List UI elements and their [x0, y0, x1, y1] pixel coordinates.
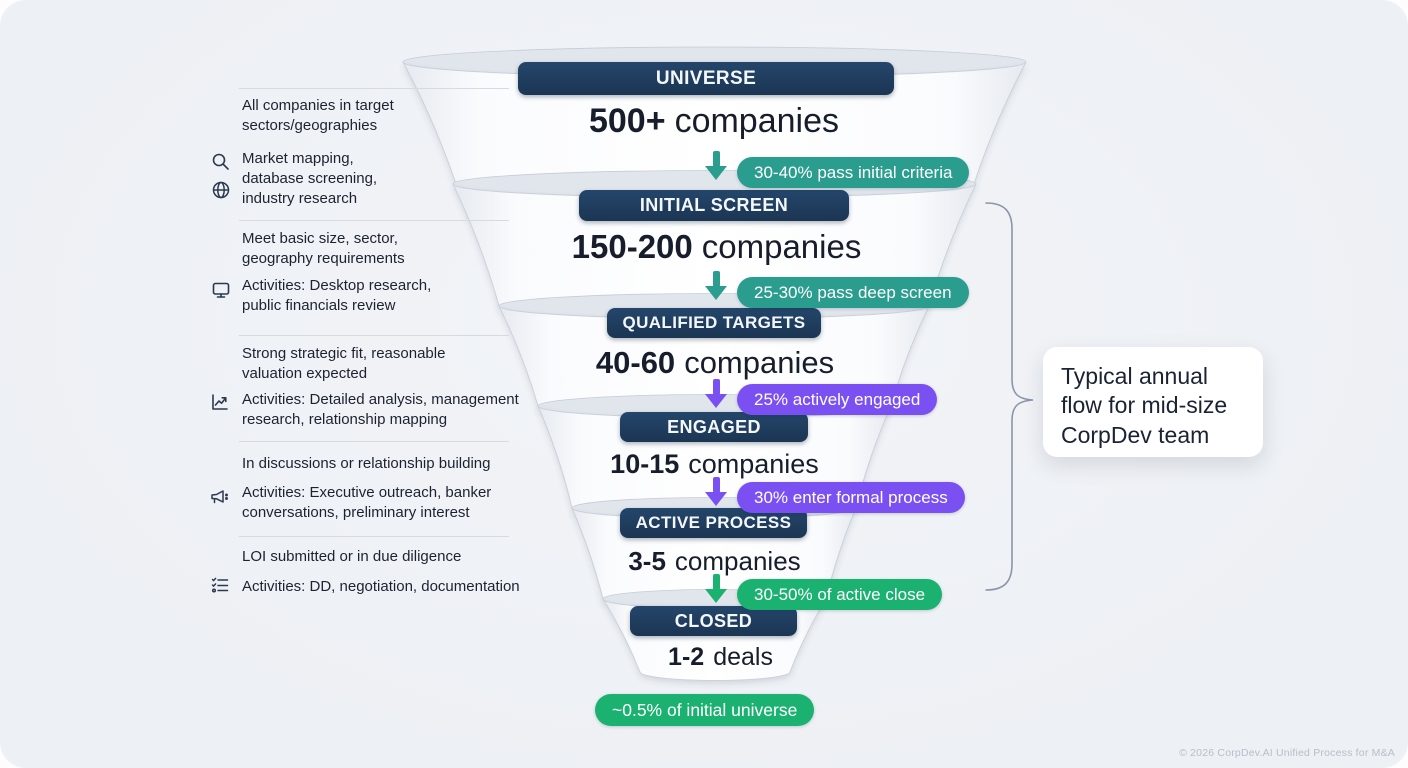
stage-label-active-process: ACTIVE PROCESS — [620, 508, 807, 538]
annotation-description-2: Meet basic size, sector, geography requi… — [242, 230, 405, 268]
count-unit: companies — [684, 345, 835, 380]
stage-label-closed: CLOSED — [630, 606, 797, 636]
annotation-activities-1: Market mapping, database screening, indu… — [242, 150, 378, 208]
globe-icon — [211, 180, 231, 205]
annotation-description-3: Strong strategic fit, reasonable valuati… — [242, 345, 446, 383]
bracket — [985, 202, 1034, 591]
count-unit: companies — [674, 546, 801, 576]
transition-badge-5: 30-50% of active close — [737, 579, 943, 610]
annotation-description-1: All companies in target sectors/geograph… — [242, 97, 394, 135]
down-arrow-icon — [705, 379, 727, 408]
count-unit: companies — [701, 228, 862, 265]
transition-badge-3: 25% actively engaged — [737, 384, 938, 415]
down-arrow-icon — [705, 271, 727, 300]
callout-text: Typical annual flow for mid-size CorpDev… — [1061, 363, 1228, 448]
count-number: 3-5 — [628, 546, 666, 576]
count-unit: companies — [674, 102, 839, 140]
divider — [239, 536, 509, 537]
outcome-badge: ~0.5% of initial universe — [595, 694, 815, 726]
stage-label-universe: UNIVERSE — [518, 62, 894, 95]
annotation-description-5: LOI submitted or in due diligence — [242, 548, 462, 565]
megaphone-icon — [209, 487, 231, 512]
stage-label-initial-screen: INITIAL SCREEN — [579, 190, 849, 221]
checklist-icon — [210, 575, 230, 600]
trend-chart-icon — [210, 392, 230, 417]
transition-badge-1: 30-40% pass initial criteria — [737, 157, 970, 188]
divider — [239, 335, 509, 336]
count-number: 150-200 — [571, 228, 693, 265]
monitor-icon — [211, 280, 231, 305]
count-number: 40-60 — [595, 345, 676, 380]
down-arrow-icon — [705, 574, 727, 603]
count-number: 10-15 — [610, 449, 680, 479]
stage-count-universe: 500+companies — [454, 102, 974, 141]
annotation-activities-4: Activities: Executive outreach, banker c… — [242, 484, 492, 522]
annotation-activities-3: Activities: Detailed analysis, managemen… — [242, 391, 519, 429]
count-unit: companies — [688, 449, 819, 479]
transition-badge-4: 30% enter formal process — [737, 482, 965, 513]
divider — [239, 441, 509, 442]
down-arrow-icon — [705, 477, 727, 506]
down-arrow-icon — [705, 151, 727, 180]
count-number: 500+ — [588, 102, 666, 140]
stage-count-engaged: 10-15 companies — [538, 449, 891, 480]
annotation-description-4: In discussions or relationship building — [242, 455, 491, 472]
divider — [239, 220, 509, 221]
copyright-text: © 2026 CorpDev.AI Unified Process for M&… — [1179, 747, 1395, 759]
transition-badge-2: 25-30% pass deep screen — [737, 277, 969, 308]
count-unit: deals — [713, 643, 773, 671]
stage-label-engaged: ENGAGED — [620, 412, 808, 442]
stage-label-qualified-targets: QUALIFIED TARGETS — [607, 308, 821, 338]
annotation-activities-2: Activities: Desktop research, public fin… — [242, 277, 432, 315]
stage-count-closed: 1-2 deals — [603, 643, 838, 672]
stage-count-active-process: 3-5 companies — [572, 546, 857, 577]
count-number: 1-2 — [668, 643, 705, 671]
callout-box: Typical annual flow for mid-size CorpDev… — [1043, 347, 1263, 457]
divider — [239, 88, 509, 89]
annotation-activities-5: Activities: DD, negotiation, documentati… — [242, 578, 520, 595]
magnifier-icon — [211, 152, 231, 177]
